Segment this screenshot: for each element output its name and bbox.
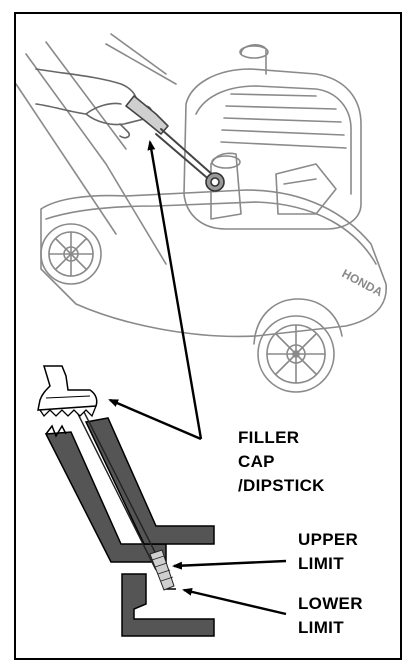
mower-brand-text: HONDA <box>340 266 386 299</box>
upper-limit-label: UPPER LIMIT <box>298 528 358 576</box>
mower-illustration: HONDA <box>16 33 387 637</box>
filler-cap-line-2: CAP <box>238 452 275 471</box>
diagram-frame: HONDA <box>14 12 402 660</box>
lower-limit-line-2: LIMIT <box>298 618 344 637</box>
lawn-mower: HONDA <box>16 33 387 393</box>
lower-limit-label: LOWER LIMIT <box>298 592 363 640</box>
filler-cap-line-3: /DIPSTICK <box>238 476 325 495</box>
filler-cap-line-1: FILLER <box>238 428 300 447</box>
arrow-to-upper-limit <box>172 559 287 570</box>
upper-limit-line-2: LIMIT <box>298 554 344 573</box>
upper-limit-line-1: UPPER <box>298 530 359 549</box>
callout-arrows <box>108 140 287 616</box>
lower-limit-line-1: LOWER <box>298 594 363 613</box>
arrow-to-dipstick-handle <box>147 140 203 440</box>
filler-cap-dipstick-label: FILLER CAP /DIPSTICK <box>238 426 325 498</box>
arrow-to-lower-limit <box>182 587 287 616</box>
filler-tube-cross-section <box>37 365 215 637</box>
arrow-to-filler-cap <box>108 398 202 441</box>
